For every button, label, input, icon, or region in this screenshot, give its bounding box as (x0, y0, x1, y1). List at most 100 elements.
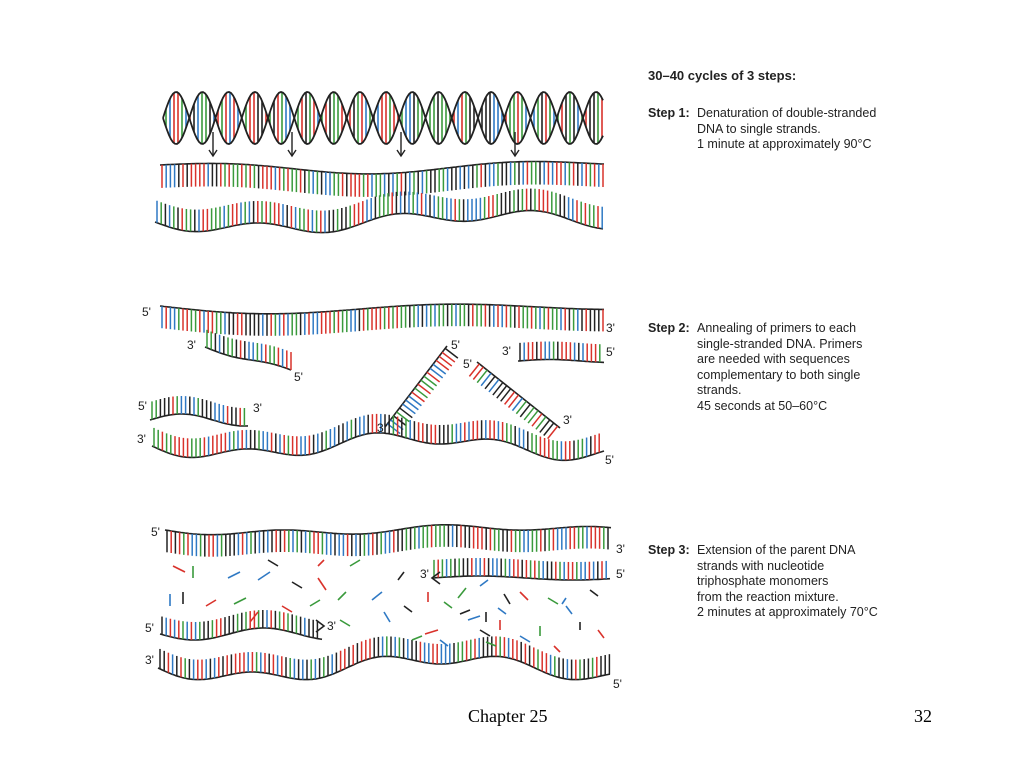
nucleotide-base (441, 351, 456, 363)
nucleotide-base (527, 410, 539, 424)
free-nucleotide (497, 607, 507, 615)
extension-arrow-head (430, 571, 441, 585)
step-line: complementary to both single (697, 367, 861, 382)
label-5-prime: 5' (151, 525, 160, 539)
free-nucleotide (547, 597, 559, 605)
nucleotide-base (405, 399, 419, 411)
extension-arrow-head (315, 619, 326, 633)
free-nucleotide (439, 639, 449, 647)
free-nucleotide (172, 565, 186, 573)
free-nucleotide (267, 559, 279, 567)
nucleotide-base (507, 394, 520, 408)
free-nucleotide (519, 635, 531, 643)
free-nucleotide (233, 597, 247, 605)
nucleotide-base (402, 403, 416, 415)
nucleotide-base (444, 347, 459, 359)
step-line: strands with nucleotide (697, 558, 825, 573)
strand-backbone (154, 209, 604, 234)
free-nucleotide (227, 571, 241, 579)
free-nucleotide (589, 589, 599, 597)
step-line: 45 seconds at 50–60°C (697, 398, 828, 413)
nucleotide-base (492, 382, 504, 396)
nucleotide-base (543, 422, 555, 436)
label-3-prime: 3' (145, 653, 154, 667)
free-nucleotide (479, 579, 489, 587)
nucleotide-base (393, 415, 407, 427)
step-line: from the reaction mixture. (697, 589, 839, 604)
free-nucleotide (383, 611, 391, 623)
label-5-prime: 5' (138, 399, 147, 413)
label-3-prime: 3' (327, 619, 336, 633)
nucleotide-base (417, 383, 431, 395)
free-nucleotide (553, 645, 561, 653)
label-5-prime: 5' (616, 567, 625, 581)
step3-extension-illustration (157, 523, 612, 681)
strand-backbone (151, 432, 605, 462)
nucleotide-base (496, 385, 508, 399)
nucleotide-base (426, 371, 441, 383)
down-arrow-head (208, 149, 218, 158)
nucleotide-base (547, 425, 559, 440)
chapter-label: Chapter 25 (468, 706, 548, 726)
nucleotide-base (420, 379, 435, 391)
free-nucleotide (317, 559, 325, 567)
label-3-prime: 3' (377, 421, 386, 435)
nucleotide-base (435, 359, 450, 371)
step-label: Step 3: (648, 543, 690, 557)
step-label: Step 2: (648, 321, 690, 335)
strand-backbone (157, 655, 611, 681)
free-nucleotide (337, 591, 347, 601)
nucleotide-base (396, 411, 410, 423)
step-line: strands. (697, 383, 742, 398)
label-3-prime: 3' (137, 432, 146, 446)
free-nucleotide (597, 629, 605, 639)
free-nucleotide (467, 615, 481, 621)
label-5-prime: 5' (606, 345, 615, 359)
free-nucleotide (317, 577, 327, 591)
down-arrow-head (510, 149, 520, 158)
nucleotide-base (438, 355, 453, 367)
nucleotide-base (423, 375, 438, 387)
label-3-prime: 3' (253, 401, 262, 415)
label-5-prime: 5' (605, 453, 614, 467)
free-nucleotide (349, 559, 361, 567)
free-nucleotide (457, 587, 467, 599)
free-nucleotide (371, 591, 383, 601)
step-description: Denaturation of double-stranded DNA to s… (697, 106, 917, 153)
nucleotide-base (535, 416, 547, 430)
strand-backbone (164, 523, 612, 536)
nucleotide-base (539, 419, 551, 433)
step-line: single-stranded DNA. Primers (697, 336, 863, 351)
nucleotide-base (484, 375, 496, 390)
nucleotide-base (523, 406, 535, 421)
step-line: 2 minutes at approximately 70°C (697, 605, 878, 620)
cycles-title: 30–40 cycles of 3 steps: (648, 68, 797, 83)
nucleotide-base (515, 400, 527, 415)
strand-end-labels: 5' 3' 3' 5' 5' 5' 3' 5' 5' 3' 3' 3' 3' 5… (137, 305, 625, 691)
strand-backbone (384, 345, 448, 428)
free-nucleotide (281, 605, 293, 613)
nucleotide-base (472, 366, 484, 380)
nucleotide-base (429, 367, 444, 379)
label-5-prime: 5' (451, 338, 460, 352)
label-3-prime: 3' (187, 338, 196, 352)
free-nucleotide (565, 605, 573, 615)
free-nucleotide (257, 571, 271, 581)
nucleotide-base (432, 363, 447, 375)
label-3-prime: 3' (616, 542, 625, 556)
nucleotide-base (399, 407, 413, 419)
step-line: Extension of the parent DNA (697, 543, 856, 557)
step-line: DNA to single strands. (697, 121, 821, 136)
step-line: 1 minute at approximately 90°C (697, 137, 872, 152)
page-number: 32 (914, 706, 932, 726)
step2-annealing-illustration (149, 303, 605, 462)
strand-backbone (159, 160, 605, 175)
strand-backbone (159, 627, 323, 641)
nucleotide-base (468, 363, 480, 377)
step-line: are needed with sequences (697, 352, 850, 367)
strand-backbone (431, 575, 611, 581)
nucleotide-base (480, 372, 492, 387)
free-nucleotide (397, 571, 405, 581)
free-nucleotide (249, 611, 259, 623)
nucleotide-base (414, 387, 428, 399)
